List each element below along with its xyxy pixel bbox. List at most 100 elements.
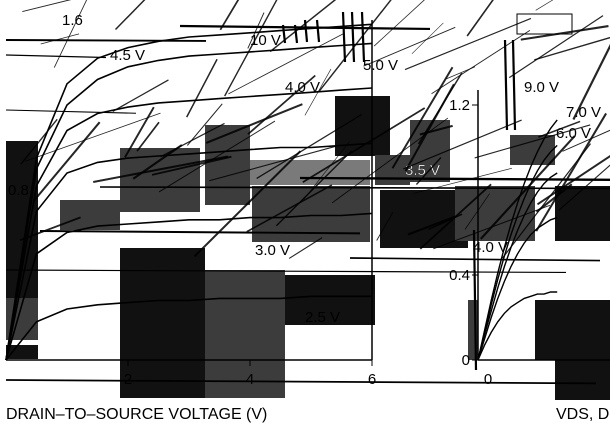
distortion-stroke <box>558 164 610 211</box>
distortion-stroke <box>132 144 183 180</box>
left-series-line <box>5 295 372 361</box>
distortion-stroke <box>373 0 425 47</box>
distortion-stroke <box>151 155 232 176</box>
distortion-stroke <box>466 0 494 37</box>
distortion-band <box>299 176 610 181</box>
right-series-line <box>477 291 558 361</box>
distortion-bar <box>360 11 366 63</box>
distortion-stroke <box>317 0 392 93</box>
distortion-stroke <box>22 0 72 13</box>
distortion-stroke <box>246 184 333 233</box>
right-y-tick-label: 0 <box>462 352 470 369</box>
left-series-line <box>5 42 373 361</box>
distortion-bar <box>341 11 347 63</box>
left-x-tick-label: 6 <box>368 371 376 388</box>
distortion-band <box>5 269 567 274</box>
distortion-stroke <box>53 0 88 68</box>
distortion-stroke <box>415 157 442 185</box>
distortion-band <box>5 109 137 114</box>
distortion-stroke <box>433 204 551 250</box>
distortion-stroke <box>404 17 532 71</box>
distortion-stroke <box>535 0 554 11</box>
distortion-stroke <box>124 106 155 158</box>
distortion-stroke <box>411 22 444 55</box>
distortion-stroke <box>224 0 278 97</box>
right-series-line <box>477 144 558 361</box>
distortion-stroke <box>186 103 223 146</box>
distortion-stroke <box>302 107 426 183</box>
distortion-block <box>6 345 38 359</box>
distortion-stroke <box>112 79 169 112</box>
distortion-band <box>39 230 361 235</box>
distortion-stroke <box>572 43 610 120</box>
distortion-stroke <box>93 155 229 183</box>
distortion-block <box>555 360 610 400</box>
distortion-stroke <box>535 112 607 232</box>
left-series-line <box>5 212 373 361</box>
left-series-label: 3.5 V <box>405 162 440 179</box>
distortion-stroke <box>256 113 362 179</box>
distortion-stroke <box>534 36 610 61</box>
distortion-block <box>380 190 468 248</box>
distortion-bar <box>315 19 321 43</box>
right-series-label: 9.0 V <box>524 79 559 96</box>
distortion-band <box>5 54 107 59</box>
distortion-stroke <box>562 129 610 152</box>
right-series-label: 7.0 V <box>566 104 601 121</box>
distortion-blocks <box>6 96 610 400</box>
distortion-stroke <box>288 237 323 259</box>
distortion-block <box>535 300 610 360</box>
right-y-tick-label: 1.2 <box>449 97 470 114</box>
distortion-stroke <box>303 141 350 200</box>
distortion-stroke <box>403 119 522 170</box>
distortion-band <box>5 39 207 42</box>
distortion-stroke <box>536 154 610 206</box>
distortion-band <box>5 379 597 385</box>
right-chart: 01.20.405.0 V9.0 V7.0 V6.0 V4.0 V <box>363 13 610 388</box>
distortion-stroke <box>247 74 316 135</box>
distortion-stroke <box>501 143 592 259</box>
distortion-stroke <box>520 25 609 41</box>
distortion-stroke <box>474 124 591 159</box>
distortion-stroke <box>205 103 303 144</box>
right-x-axis-title: VDS, D <box>556 406 610 423</box>
left-x-tick-label: 4 <box>246 371 254 388</box>
left-x-tick-label: 2 <box>124 371 132 388</box>
distortion-stroke <box>219 0 240 31</box>
distortion-stroke <box>25 112 161 162</box>
right-y-tick-label: 0.4 <box>449 267 470 284</box>
distortion-block <box>205 125 250 205</box>
distortion-bar <box>281 24 287 44</box>
right-series-line <box>477 172 558 361</box>
right-x-tick-label: 0 <box>484 371 492 388</box>
distortion-bar <box>303 19 309 43</box>
distortion-bar <box>472 229 478 371</box>
distortion-stroke <box>114 0 146 31</box>
right-series-line <box>477 119 558 361</box>
distortion-stroke <box>186 58 218 118</box>
right-series-line <box>477 216 558 361</box>
left-series-line <box>5 142 373 361</box>
left-y-tick-label: 1.6 <box>62 12 83 29</box>
left-series-label: 3.0 V <box>255 242 290 259</box>
distortion-stroke <box>40 33 80 45</box>
left-y-tick-label: 0.8 <box>8 182 29 199</box>
distortion-stroke <box>209 144 340 182</box>
distortion-block <box>510 135 555 165</box>
distortion-stroke <box>228 32 345 95</box>
distortion-block <box>250 160 370 185</box>
distortion-stroke <box>376 212 394 241</box>
distortion-block <box>375 155 410 185</box>
left-series-line <box>5 87 373 361</box>
distortion-strokes <box>5 0 610 385</box>
distortion-stroke <box>464 193 490 230</box>
distortion-stroke <box>407 215 456 236</box>
distortion-stroke <box>391 66 454 169</box>
distortion-stroke <box>508 15 604 79</box>
distortion-bar <box>511 39 517 131</box>
distortion-stroke <box>304 68 332 116</box>
distortion-block <box>205 270 285 398</box>
distortion-block <box>285 275 375 325</box>
